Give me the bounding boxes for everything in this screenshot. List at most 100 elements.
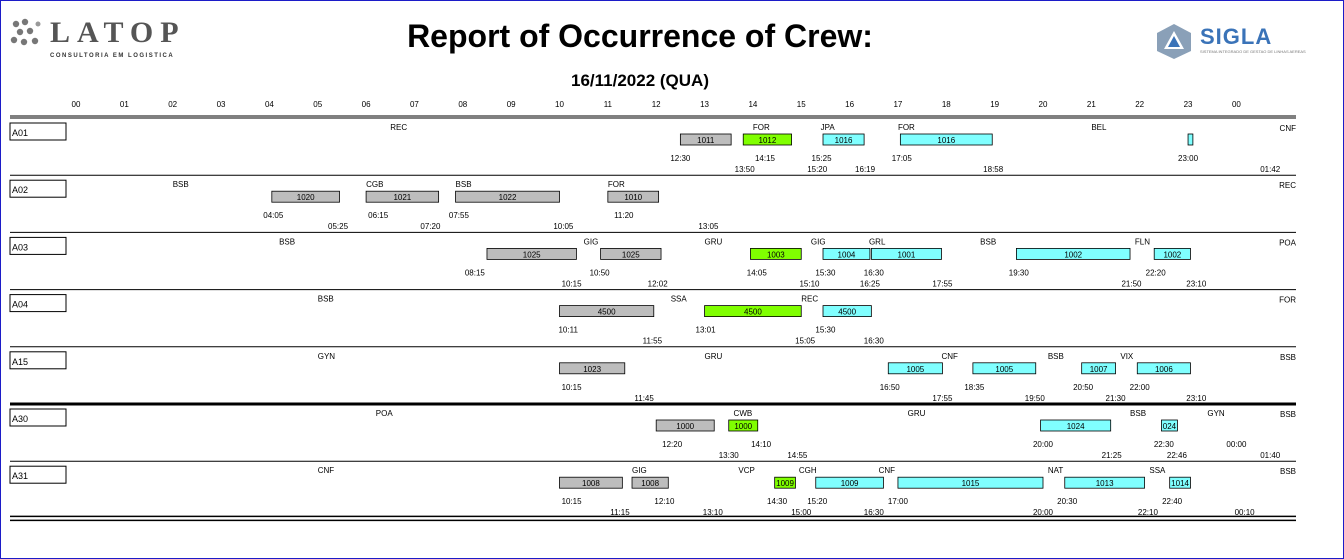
aircraft-code: A04 (12, 300, 28, 310)
station-label: GIG (584, 237, 599, 246)
hour-tick-label: 01 (120, 100, 129, 109)
report-title: Report of Occurrence of Crew: (407, 18, 873, 54)
flight-number: 1021 (393, 193, 411, 202)
aircraft-code-box (9, 465, 67, 484)
time-label: 13:01 (696, 326, 717, 335)
flight-bar (822, 305, 872, 318)
flight-number: 1025 (523, 250, 541, 259)
flight-number: 1008 (582, 479, 600, 488)
hour-tick-label: 21 (1087, 100, 1096, 109)
hour-tick-label: 00 (1232, 100, 1241, 109)
flight-number: 1003 (767, 250, 785, 259)
hour-tick-label: 06 (362, 100, 371, 109)
flight-bar (815, 476, 884, 489)
flight-number: 4500 (744, 308, 762, 317)
flight-bar (1169, 476, 1191, 489)
flight-bar (897, 476, 1044, 489)
time-label: 16:30 (864, 337, 885, 346)
station-label: GIG (632, 466, 647, 475)
time-label: 10:11 (558, 326, 578, 335)
latop-wordmark: LATOP (50, 16, 186, 49)
flight-number: 1001 (898, 250, 916, 259)
aircraft-code: A01 (12, 128, 28, 138)
time-label: 16:30 (864, 508, 885, 517)
report-date: 16/11/2022 (QUA) (571, 71, 709, 90)
row-end-station: REC (1279, 181, 1296, 190)
flight-number: 1010 (624, 193, 642, 202)
station-label: NAT (1048, 466, 1064, 475)
time-label: 22:30 (1154, 440, 1175, 449)
time-label: 15:05 (795, 337, 816, 346)
hour-tick-label: 19 (990, 100, 999, 109)
hour-tick-label: 14 (748, 100, 757, 109)
flight-bar (870, 247, 942, 260)
time-label: 12:30 (670, 154, 691, 163)
time-label: 12:02 (648, 279, 669, 288)
time-label: 13:30 (719, 451, 740, 460)
station-label: GYN (1207, 409, 1225, 418)
time-label: 23:10 (1186, 279, 1207, 288)
flight-bar (1187, 133, 1194, 146)
flight-number: 1023 (583, 365, 601, 374)
aircraft-code-box (9, 351, 67, 370)
flight-bar (1040, 419, 1112, 432)
flight-number: 1025 (622, 250, 640, 259)
time-label: 10:50 (590, 268, 611, 277)
flight-bar (750, 247, 802, 260)
station-label: CGB (366, 180, 383, 189)
time-label: 15:10 (799, 279, 820, 288)
hour-tick-label: 10 (555, 100, 564, 109)
aircraft-code: A03 (12, 242, 28, 252)
flight-bar (822, 247, 871, 260)
flight-number: 1014 (1171, 479, 1189, 488)
time-label: 10:15 (562, 279, 583, 288)
flight-number: 1009 (776, 479, 794, 488)
station-label: VIX (1120, 352, 1134, 361)
time-label: 19:30 (1009, 268, 1030, 277)
hour-tick-label: 23 (1184, 100, 1193, 109)
time-label: 22:20 (1146, 268, 1167, 277)
time-label: 22:00 (1130, 383, 1151, 392)
row-end-station: FOR (1279, 296, 1296, 305)
hour-tick-label: 18 (942, 100, 951, 109)
flight-number: 1022 (499, 193, 517, 202)
station-label: BSB (1130, 409, 1146, 418)
hour-tick-label: 22 (1135, 100, 1144, 109)
time-label: 15:25 (812, 154, 833, 163)
time-label: 00:00 (1226, 440, 1247, 449)
time-label: 10:15 (562, 497, 583, 506)
time-label: 23:00 (1178, 154, 1199, 163)
station-label: BSB (1048, 352, 1064, 361)
flight-bar (631, 476, 669, 489)
flight-number: 1008 (641, 479, 659, 488)
hour-tick-label: 00 (72, 100, 81, 109)
time-label: 17:55 (932, 279, 953, 288)
time-label: 17:05 (892, 154, 913, 163)
station-label: BSB (318, 295, 334, 304)
flight-number: 1006 (1155, 365, 1173, 374)
time-label: 21:25 (1102, 451, 1123, 460)
hour-tick-label: 04 (265, 100, 274, 109)
station-label: FOR (753, 123, 770, 132)
flight-number: 1005 (995, 365, 1013, 374)
time-label: 05:25 (328, 222, 349, 231)
hour-tick-label: 11 (604, 100, 613, 109)
flight-bar (742, 133, 792, 146)
hour-tick-label: 05 (313, 100, 322, 109)
aircraft-code-box (9, 294, 67, 313)
aircraft-code-box (9, 179, 67, 198)
hour-tick-label: 13 (700, 100, 709, 109)
flight-number: 1012 (759, 136, 777, 145)
hour-tick-label: 20 (1039, 100, 1048, 109)
time-label: 17:55 (932, 394, 953, 403)
flight-number: 1009 (841, 479, 859, 488)
station-label: CGH (799, 466, 817, 475)
time-label: 20:00 (1033, 440, 1054, 449)
time-label: 14:30 (767, 497, 788, 506)
time-label: 13:50 (735, 165, 756, 174)
time-label: 10:05 (553, 222, 574, 231)
time-label: 11:20 (614, 211, 634, 220)
time-label: 12:20 (662, 440, 683, 449)
hour-tick-label: 08 (458, 100, 467, 109)
flight-bar (1016, 247, 1131, 260)
